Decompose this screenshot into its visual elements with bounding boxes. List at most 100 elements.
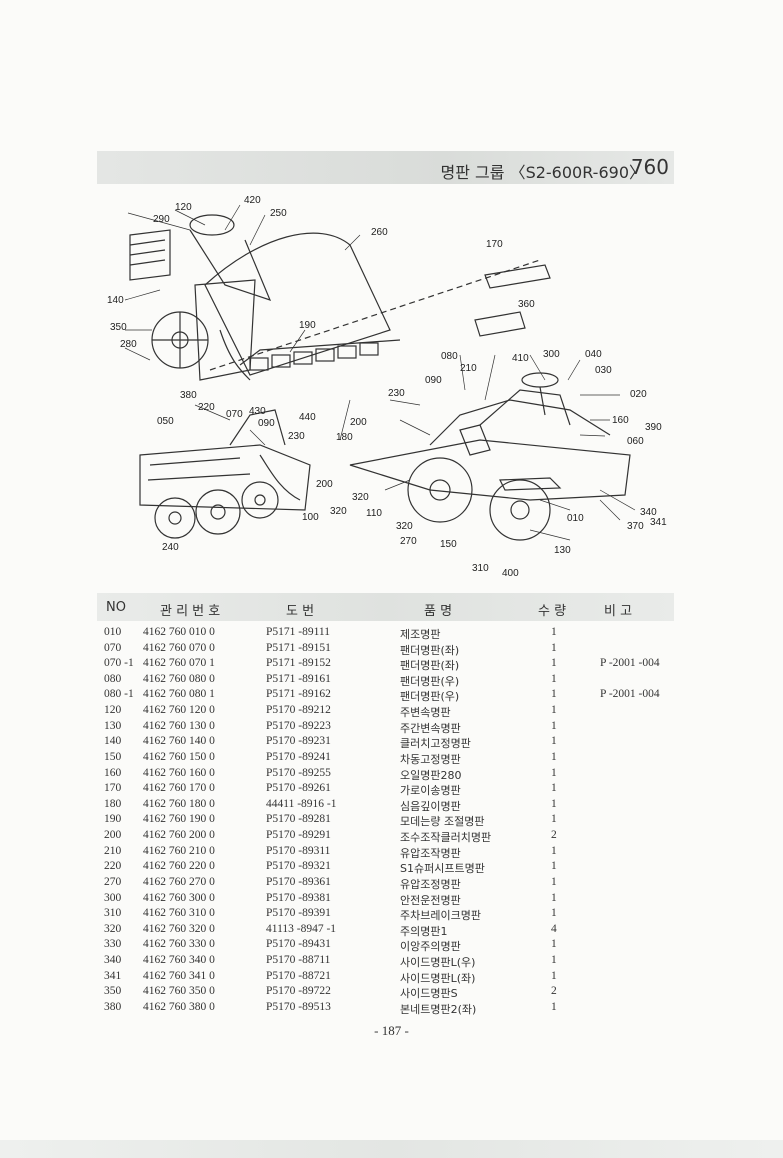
- cell-no: 310: [104, 907, 122, 920]
- cell-part-name: 팬더명판(우): [400, 674, 460, 688]
- cell-no: 160: [104, 766, 122, 779]
- cell-drawing-no: P5171 -89162: [266, 688, 331, 701]
- cell-mgmt-no: 4162 760 220 0: [143, 860, 215, 873]
- cell-drawing-no: P5170 -89391: [266, 907, 331, 920]
- callout-label: 020: [630, 389, 647, 400]
- cell-quantity: 1: [551, 641, 557, 654]
- cell-mgmt-no: 4162 760 210 0: [143, 844, 215, 857]
- cell-no: 210: [104, 844, 122, 857]
- cell-quantity: 4: [551, 922, 557, 935]
- cell-mgmt-no: 4162 760 180 0: [143, 797, 215, 810]
- col-header-mgmt-no: 관 리 번 호: [160, 604, 221, 619]
- cell-no: 380: [104, 1000, 122, 1013]
- callout-label: 350: [110, 322, 127, 333]
- callout-label: 280: [120, 339, 137, 350]
- cell-mgmt-no: 4162 760 070 1: [143, 657, 215, 670]
- cell-no: 150: [104, 750, 122, 763]
- callout-label: 010: [567, 513, 584, 524]
- cell-quantity: 2: [551, 829, 557, 842]
- cell-no: 120: [104, 704, 122, 717]
- cell-no: 350: [104, 985, 122, 998]
- cell-mgmt-no: 4162 760 150 0: [143, 750, 215, 763]
- callout-label: 420: [244, 195, 261, 206]
- callout-label: 260: [371, 227, 388, 238]
- callout-label: 100: [302, 512, 319, 523]
- cell-mgmt-no: 4162 760 330 0: [143, 938, 215, 951]
- callout-label: 090: [425, 375, 442, 386]
- cell-part-name: 주간변속명판: [400, 721, 461, 735]
- callout-label: 200: [350, 417, 367, 428]
- cell-part-name: 팬더명판(우): [400, 690, 460, 704]
- col-header-drawing-no: 도 번: [286, 604, 315, 619]
- cell-drawing-no: P5170 -88721: [266, 969, 331, 982]
- callout-label: 050: [157, 416, 174, 427]
- cell-mgmt-no: 4162 760 170 0: [143, 782, 215, 795]
- cell-mgmt-no: 4162 760 080 0: [143, 672, 215, 685]
- cell-no: 180: [104, 797, 122, 810]
- cell-drawing-no: P5171 -89111: [266, 626, 330, 638]
- cell-mgmt-no: 4162 760 140 0: [143, 735, 215, 748]
- cell-mgmt-no: 4162 760 270 0: [143, 875, 215, 888]
- cell-drawing-no: P5170 -89311: [266, 844, 331, 857]
- cell-quantity: 2: [551, 985, 557, 998]
- cell-drawing-no: P5170 -89321: [266, 860, 331, 873]
- cell-drawing-no: P5170 -89513: [266, 1000, 331, 1013]
- callout-label: 030: [595, 365, 612, 376]
- cell-no: 170: [104, 782, 122, 795]
- callout-label: 040: [585, 349, 602, 360]
- callout-label: 320: [352, 492, 369, 503]
- cell-part-name: 안전운전명판: [400, 893, 461, 907]
- cell-quantity: 1: [551, 735, 557, 748]
- cell-quantity: 1: [551, 657, 557, 670]
- callout-label: 130: [554, 545, 571, 556]
- callout-label: 120: [175, 202, 192, 213]
- cell-no: 070: [104, 641, 122, 654]
- cell-mgmt-no: 4162 760 120 0: [143, 704, 215, 717]
- cell-drawing-no: P5171 -89161: [266, 672, 331, 685]
- cell-mgmt-no: 4162 760 010 0: [143, 626, 215, 638]
- cell-part-name: 가로이송명판: [400, 784, 461, 798]
- cell-quantity: 1: [551, 907, 557, 920]
- cell-drawing-no: P5170 -89431: [266, 938, 331, 951]
- callout-label: 190: [299, 320, 316, 331]
- cell-quantity: 1: [551, 954, 557, 967]
- cell-mgmt-no: 4162 760 300 0: [143, 891, 215, 904]
- cell-part-name: 주의명판1: [400, 924, 448, 938]
- callout-label: 390: [645, 422, 662, 433]
- cell-part-name: 유압조작명판: [400, 846, 461, 860]
- cell-mgmt-no: 4162 760 350 0: [143, 985, 215, 998]
- cell-mgmt-no: 4162 760 341 0: [143, 969, 215, 982]
- callout-label: 310: [472, 563, 489, 574]
- callout-label: 320: [330, 506, 347, 517]
- cell-mgmt-no: 4162 760 130 0: [143, 719, 215, 732]
- col-header-quantity: 수 량: [538, 604, 567, 619]
- callout-label: 170: [486, 239, 503, 250]
- rice-transplanter-right: [349, 372, 631, 541]
- cell-drawing-no: P5170 -89281: [266, 813, 331, 826]
- cell-no: 190: [104, 813, 122, 826]
- leader-lines: [124, 204, 636, 541]
- callout-label: 210: [460, 363, 477, 374]
- cell-mgmt-no: 4162 760 080 1: [143, 688, 215, 701]
- cell-part-name: 유압조정명판: [400, 877, 461, 891]
- callout-label: 200: [316, 479, 333, 490]
- col-header-remark: 비 고: [604, 604, 633, 619]
- cell-part-name: 모데는량 조절명판: [400, 815, 485, 829]
- cell-part-name: 오일명판280: [400, 768, 462, 782]
- cell-drawing-no: P5170 -89381: [266, 891, 331, 904]
- rice-transplanter-left: [139, 409, 311, 539]
- group-number: 760: [630, 155, 669, 179]
- cell-drawing-no: P5170 -88711: [266, 954, 331, 967]
- cell-quantity: 1: [551, 938, 557, 951]
- cell-part-name: 사이드명판L(좌): [400, 971, 476, 985]
